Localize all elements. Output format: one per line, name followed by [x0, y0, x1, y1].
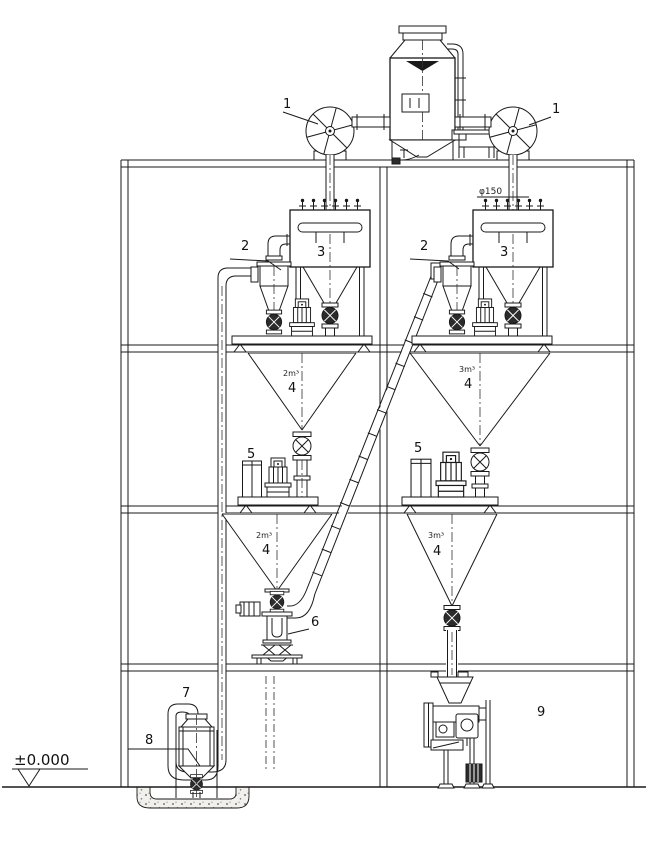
fan-left — [305, 106, 355, 161]
ground-level-mark: ±0.000 — [12, 751, 88, 787]
platform-floor3-right — [401, 496, 499, 514]
ejector-feeder — [235, 588, 303, 664]
label-hopper-lower-right: 4 — [433, 544, 441, 559]
tank-motor-left — [264, 457, 292, 498]
tank-right — [410, 458, 432, 498]
pit-vessel — [175, 713, 218, 798]
tank-left — [242, 460, 262, 498]
label-packer: 9 — [537, 705, 545, 720]
label-pit-pipe: 8 — [145, 733, 153, 748]
label-fan-right: 1 — [552, 102, 560, 117]
ejector-motor — [239, 601, 261, 617]
hopper-lower-right — [406, 513, 498, 677]
fan-right — [488, 106, 538, 161]
duct-left — [351, 114, 391, 130]
label-pit-vessel: 7 — [182, 686, 190, 701]
packing-machine — [423, 671, 495, 789]
label-tank-right: 5 — [414, 441, 422, 456]
cyclone-left — [250, 233, 292, 335]
label-fan-left: 1 — [283, 97, 291, 112]
phantom-centerlines — [265, 676, 275, 770]
label-ejector: 6 — [311, 615, 319, 630]
label-cyclone-right: 2 — [420, 239, 428, 254]
floor-4 — [121, 663, 634, 672]
label-cyclone-left: 2 — [241, 239, 249, 254]
hopper-plate-left — [231, 335, 373, 353]
hopper-upper-right — [409, 352, 551, 497]
airlock-motor-right — [472, 298, 498, 337]
label-collector-left: 3 — [317, 245, 325, 260]
capacity-lower-left: 2m³ — [256, 531, 272, 540]
scrubber-vessel — [388, 25, 501, 165]
label-hopper-upper-left: 4 — [288, 381, 296, 396]
scrubber-window — [401, 93, 430, 113]
hopper-upper-left — [247, 352, 357, 497]
duct-right — [454, 114, 492, 130]
hopper-plate-right — [411, 335, 553, 353]
floor-2 — [121, 344, 634, 353]
building-frame — [120, 159, 635, 787]
label-tank-left: 5 — [247, 447, 255, 462]
capacity-lower-right: 3m³ — [428, 531, 444, 540]
label-hopper-lower-left: 4 — [262, 543, 270, 558]
airlock-motor-left — [289, 298, 315, 337]
pipe-diameter-text: φ150 — [479, 187, 502, 197]
fan-downpipe-left — [325, 155, 335, 210]
cyclone-right — [433, 233, 475, 335]
tank-motor-right — [435, 451, 467, 498]
hopper-lower-left — [221, 513, 333, 592]
callouts: 1 1 2 2 3 3 2m³ 4 3m³ 4 2m³ 4 3m³ 4 5 5 … — [128, 97, 560, 767]
floor-3 — [121, 505, 634, 514]
capacity-upper-right: 3m³ — [459, 365, 475, 374]
capacity-upper-left: 2m³ — [283, 369, 299, 378]
label-collector-right: 3 — [500, 245, 508, 260]
level-text: ±0.000 — [14, 751, 70, 769]
label-hopper-upper-right: 4 — [464, 377, 472, 392]
platform-floor3-left — [237, 496, 319, 514]
